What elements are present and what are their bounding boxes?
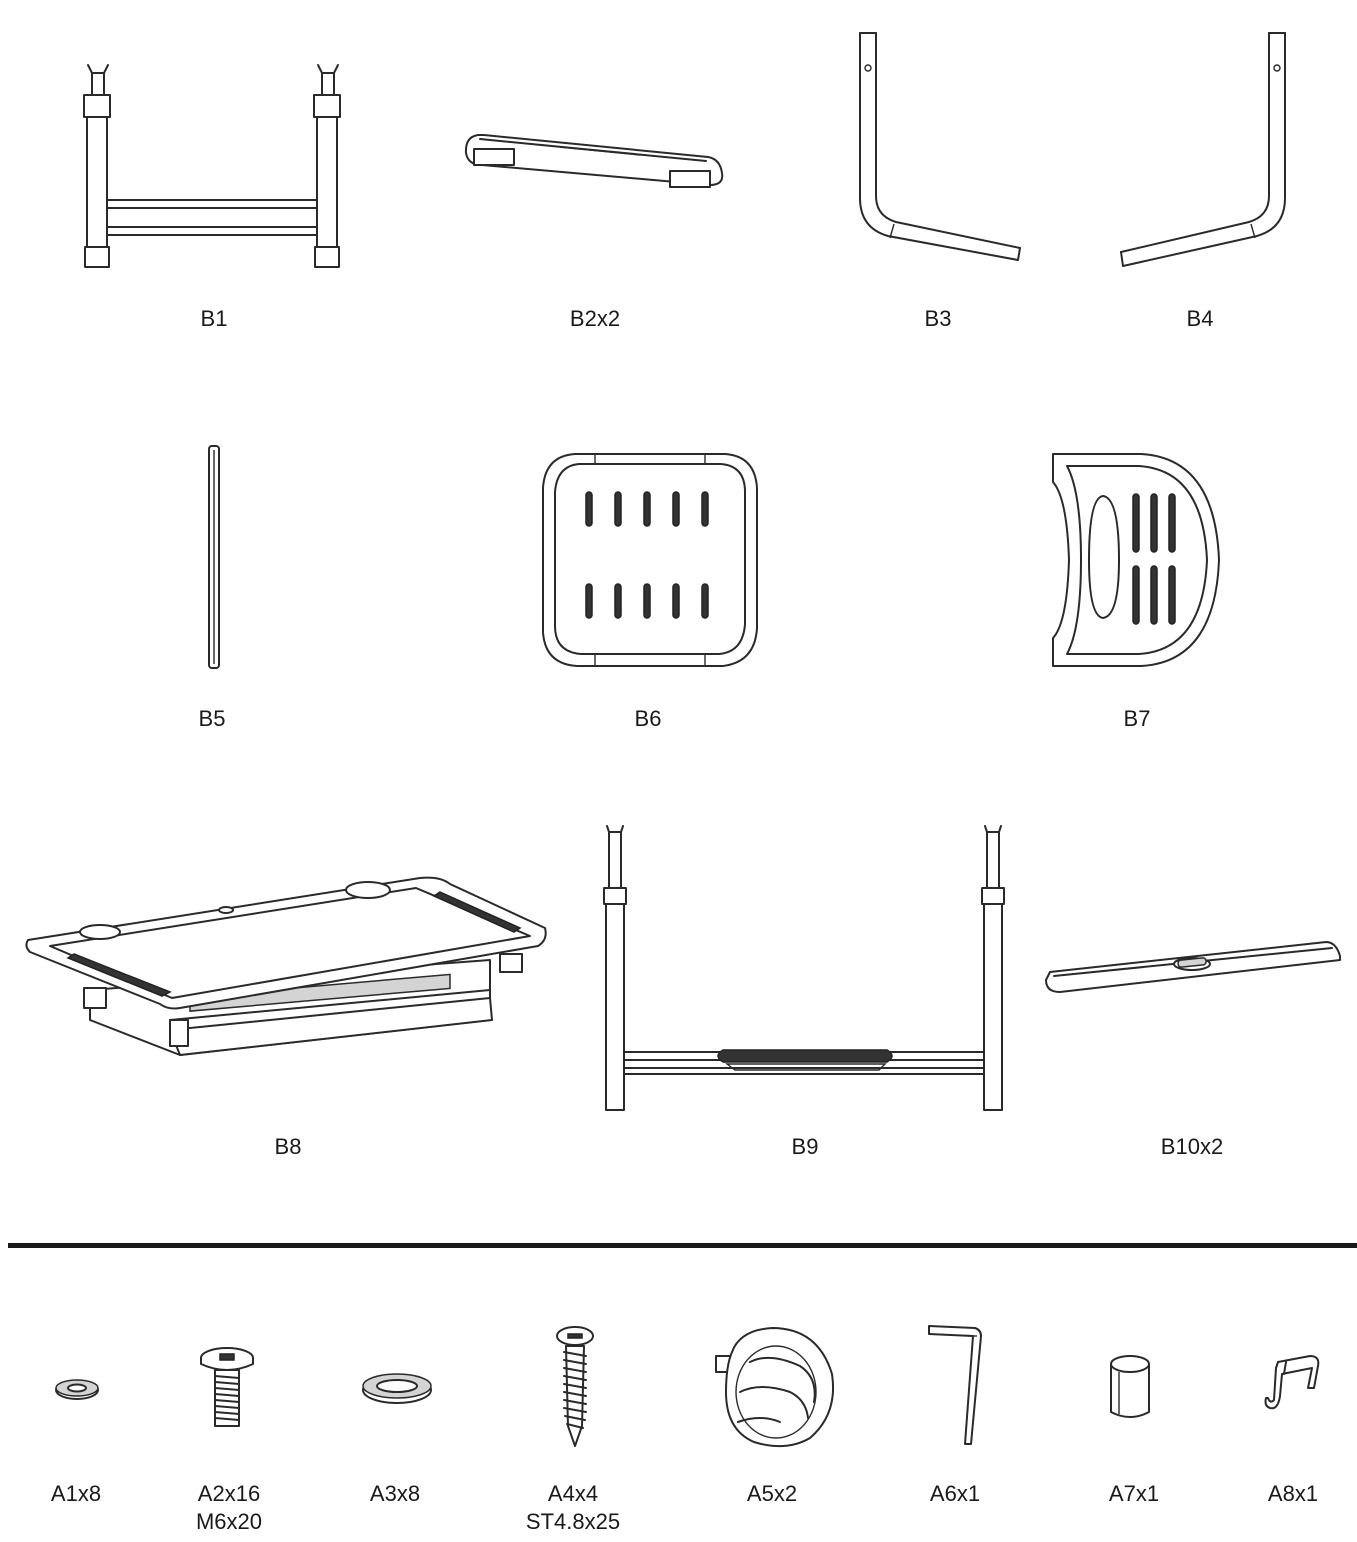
part-label-b1: B1 bbox=[200, 306, 228, 331]
part-b5-drawing bbox=[208, 445, 220, 669]
part-label-b4: B4 bbox=[1186, 306, 1214, 331]
part-label-b2: B2x2 bbox=[569, 306, 621, 331]
part-b1-drawing bbox=[83, 64, 341, 268]
part-b4-drawing bbox=[1120, 32, 1286, 267]
part-label-b6: B6 bbox=[634, 706, 662, 731]
part-label-b9: B9 bbox=[791, 1134, 819, 1159]
hardware-a2-count: A2x16 bbox=[197, 1481, 261, 1506]
part-b6-drawing bbox=[542, 453, 758, 667]
hardware-a1-drawing bbox=[55, 1379, 99, 1400]
hardware-label-a3: A3x8 bbox=[370, 1480, 420, 1508]
hardware-label-a1: A1x8 bbox=[51, 1480, 101, 1508]
part-label-b10: B10x2 bbox=[1160, 1134, 1224, 1159]
hardware-a3-drawing bbox=[362, 1373, 432, 1404]
part-label-b3: B3 bbox=[924, 306, 952, 331]
hardware-a3-count: A3x8 bbox=[369, 1481, 421, 1506]
hardware-a7-drawing bbox=[1110, 1355, 1150, 1418]
hardware-a6-count: A6x1 bbox=[929, 1481, 981, 1506]
hardware-a2-drawing bbox=[200, 1347, 254, 1427]
hardware-label-a2: A2x16 M6x20 bbox=[196, 1480, 262, 1536]
hardware-a4-count: A4x4 bbox=[547, 1481, 599, 1506]
part-label-b7: B7 bbox=[1123, 706, 1151, 731]
hardware-a4-size: ST4.8x25 bbox=[525, 1509, 621, 1534]
part-b2-drawing bbox=[464, 134, 724, 188]
hardware-label-a7: A7x1 bbox=[1109, 1480, 1159, 1508]
hardware-a1-count: A1x8 bbox=[50, 1481, 102, 1506]
hardware-a8-drawing bbox=[1264, 1355, 1320, 1410]
part-b3-drawing bbox=[859, 32, 1021, 261]
hardware-a8-count: A8x1 bbox=[1267, 1481, 1319, 1506]
part-b9-drawing bbox=[603, 825, 1005, 1111]
part-b7-drawing bbox=[1052, 453, 1220, 667]
hardware-a7-count: A7x1 bbox=[1108, 1481, 1160, 1506]
hardware-label-a4: A4x4 ST4.8x25 bbox=[526, 1480, 620, 1536]
hardware-a4-drawing bbox=[556, 1326, 594, 1447]
section-divider bbox=[8, 1243, 1357, 1248]
part-label-b5: B5 bbox=[198, 706, 226, 731]
hardware-label-a5: A5x2 bbox=[747, 1480, 797, 1508]
hardware-a6-drawing bbox=[928, 1325, 982, 1445]
part-b8-drawing bbox=[25, 876, 547, 1056]
part-b10-drawing bbox=[1045, 941, 1341, 993]
hardware-a5-count: A5x2 bbox=[746, 1481, 798, 1506]
hardware-a2-size: M6x20 bbox=[195, 1509, 263, 1534]
hardware-label-a8: A8x1 bbox=[1268, 1480, 1318, 1508]
part-label-b8: B8 bbox=[274, 1134, 302, 1159]
hardware-label-a6: A6x1 bbox=[930, 1480, 980, 1508]
hardware-a5-drawing bbox=[715, 1327, 834, 1448]
